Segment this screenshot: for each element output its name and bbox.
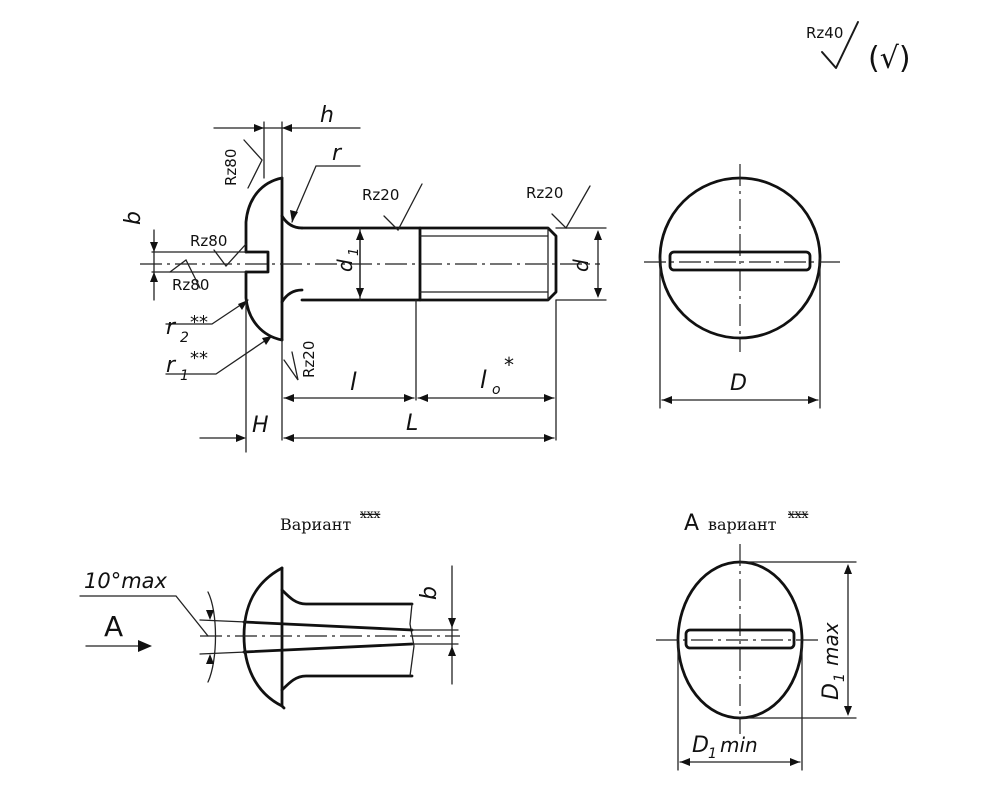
svg-text:b: b [121,211,146,225]
roughness-head-top: Rz80 [222,139,263,189]
svg-text:min: min [720,733,758,757]
dim-h: h [213,103,361,179]
svg-text:А: А [684,511,699,536]
svg-text:1: 1 [708,746,717,762]
svg-text:Rz80: Rz80 [172,276,209,294]
svg-text:A: A [104,610,123,643]
dim-b: b [121,211,247,301]
general-roughness-symbol: Rz40 (√) [806,21,911,76]
slot [244,250,270,274]
leader-r: r [290,141,361,223]
head-outline [244,176,284,342]
roughness-thread: Rz20 [526,184,591,230]
svg-text:r: r [332,141,343,166]
leader-r1: r 1 ** [165,335,273,384]
svg-text:Rz20: Rz20 [300,341,318,378]
svg-text:o: o [492,382,501,398]
variant-view: b 10°max A [79,565,460,710]
general-roughness-bracket: (√) [868,41,911,76]
roughness-slot: Rz80 Rz80 [169,232,247,294]
svg-text:вариант: вариант [708,515,777,534]
svg-text:ххх: ххх [788,507,809,521]
general-roughness-value: Rz40 [806,24,843,42]
svg-text:L: L [406,411,418,436]
svg-text:2: 2 [180,330,189,346]
svg-text:d: d [569,259,593,272]
svg-text:Вариант: Вариант [280,515,351,534]
svg-text:d: d [333,259,357,272]
svg-text:1: 1 [180,368,189,384]
svg-text:*: * [504,353,514,377]
svg-text:H: H [252,413,269,438]
dim-H-L: H L [199,299,555,453]
roughness-shank: Rz20 [362,183,423,232]
dim-l-lo: l l o * [281,299,557,441]
dim-d: d [555,227,607,301]
svg-text:Rz20: Rz20 [362,186,399,204]
svg-text:D: D [730,371,747,396]
svg-text:l: l [350,368,357,396]
svg-text:1: 1 [832,673,848,682]
svg-text:**: ** [190,312,208,333]
svg-text:l: l [480,366,487,394]
svg-text:b: b [417,586,442,600]
svg-text:Rz20: Rz20 [526,184,563,202]
label-h: h [320,103,334,128]
a-variant-view: D 1 max D 1 min [656,544,857,771]
svg-text:1: 1 [347,248,362,256]
main-view-bolt [140,176,600,342]
svg-text:Rz80: Rz80 [190,232,227,250]
svg-text:Rz80: Rz80 [222,149,240,186]
roughness-underhead: Rz20 [283,341,318,381]
svg-text:10°max: 10°max [84,569,168,593]
a-variant-caption: А вариант ххх [684,507,809,536]
svg-text:**: ** [190,348,208,369]
svg-text:D: D [819,683,844,700]
svg-text:ххх: ххх [360,507,381,521]
svg-text:r: r [166,315,177,340]
leader-r2: r 2 ** [165,299,249,346]
end-view-head: D [644,164,840,409]
svg-text:max: max [819,622,843,666]
svg-text:r: r [166,353,177,378]
variant-caption: Вариант ххх [280,507,381,534]
dim-d1: d 1 [333,230,364,298]
thread [418,226,558,302]
svg-text:D: D [692,733,709,758]
